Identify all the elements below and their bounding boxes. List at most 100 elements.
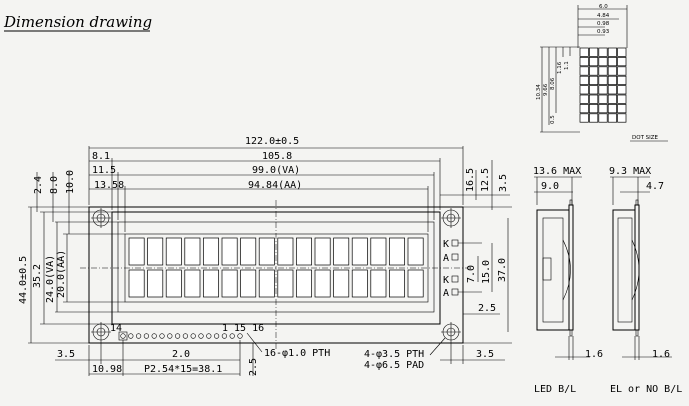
dot-w-0-93: 0.93 [597,29,610,35]
dot [579,104,589,114]
dot [598,85,608,95]
character-cell [240,269,257,298]
dot [617,47,627,57]
led-max: 13.6 MAX [533,166,581,177]
dot [589,104,599,114]
pin-hole [167,333,173,339]
character-cells [128,237,424,298]
character-cell [351,269,368,298]
dim-10-98: 10.98 [92,364,122,375]
dot [607,113,617,123]
pin-hole [229,333,235,339]
dot [607,75,617,85]
character-cell [221,269,238,298]
character-cell [314,269,331,298]
mounting-hole-top-left [91,208,111,228]
dot [617,85,627,95]
dim-2-5-right: 2.5 [478,303,496,314]
dim-2-4: 2.4 [33,176,44,194]
dot [607,94,617,104]
leader-pin-holes [246,332,263,353]
pin-hole [198,333,204,339]
led-diffuser [542,257,552,281]
el-max: 9.3 MAX [609,166,651,177]
dim-20: 20.0(AA) [56,250,67,298]
character-cell [128,237,145,266]
mounting-hole-top-right [441,208,461,228]
character-cell [407,269,424,298]
led-w-1-6: 1.6 [585,349,603,360]
el-w-4-7: 4.7 [646,181,664,192]
pin-14-label: 14 [110,323,122,334]
dim-12-5: 12.5 [480,168,491,192]
dim-8-1: 8.1 [92,151,110,162]
dot-h-1-16: 1.16 [557,61,563,74]
character-cell [147,237,164,266]
dot-h-10-34: 10.34 [536,84,542,100]
dim-3-5-bottom-right: 3.5 [476,349,494,360]
character-cell [258,269,275,298]
character-cell [258,237,275,266]
dot-matrix [579,47,627,123]
dot-w-0-98: 0.98 [597,21,610,27]
dim-11-5: 11.5 [92,165,116,176]
dot [598,113,608,123]
dot [607,66,617,76]
dot [598,104,608,114]
led-curve [562,239,571,301]
dim-8-0: 8.0 [49,176,60,194]
character-cell [333,237,350,266]
side-view-el: 9.3 MAX 4.7 1.6 EL or NO B/L [609,166,682,395]
dim-13-58: 13.58 [94,180,124,191]
dot [617,113,627,123]
dim-15: 15.0 [481,260,492,284]
dot-h-1-1: 1.1 [564,61,570,70]
k-pad-2 [451,275,459,283]
dot-w-6-0: 6.0 [599,4,608,10]
dim-3-5-bottom-left: 3.5 [57,349,75,360]
character-cell [296,269,312,298]
dot [598,75,608,85]
a-label-2: A [443,288,449,299]
dim-2-0: 2.0 [172,349,190,360]
character-cell [351,237,368,266]
dot [598,47,608,57]
character-cell [184,269,201,298]
character-cell [370,269,387,298]
dot-size-label: DOT SIZE [632,135,659,141]
dot [579,47,589,57]
dot [607,57,617,67]
a-pad-2 [451,288,459,296]
character-cell [128,269,145,298]
dot [598,57,608,67]
dot [617,66,627,76]
pin-hole-spec: 16-φ1.0 PTH [264,348,330,359]
pin-hole [190,333,196,339]
dim-24: 24.0(VA) [45,255,56,303]
dot-w-4-84: 4.84 [597,13,610,19]
led-body [536,209,570,331]
dim-105-8: 105.8 [262,151,292,162]
character-cell [203,269,219,298]
dim-37: 37.0 [497,258,508,282]
dot [617,94,627,104]
dot [579,66,589,76]
dot-h-0-5: 0.5 [550,115,556,124]
dot [617,57,627,67]
el-glass [617,217,633,323]
led-pcb [568,204,574,331]
dot [579,94,589,104]
side-view-led: 13.6 MAX 9.0 1.6 LED B/L [533,166,603,395]
pin-15-16-label: 1 15 16 [222,323,264,334]
character-cell [277,237,294,266]
dim-3-5-right-top: 3.5 [498,174,509,192]
pin-hole [182,333,188,339]
dot [589,57,599,67]
pin-hole [151,333,157,339]
character-cell [203,237,219,266]
dot [579,85,589,95]
dim-16-5: 16.5 [465,168,476,192]
character-cell [240,237,257,266]
pin-hole [143,333,149,339]
pin-holes [118,331,243,341]
